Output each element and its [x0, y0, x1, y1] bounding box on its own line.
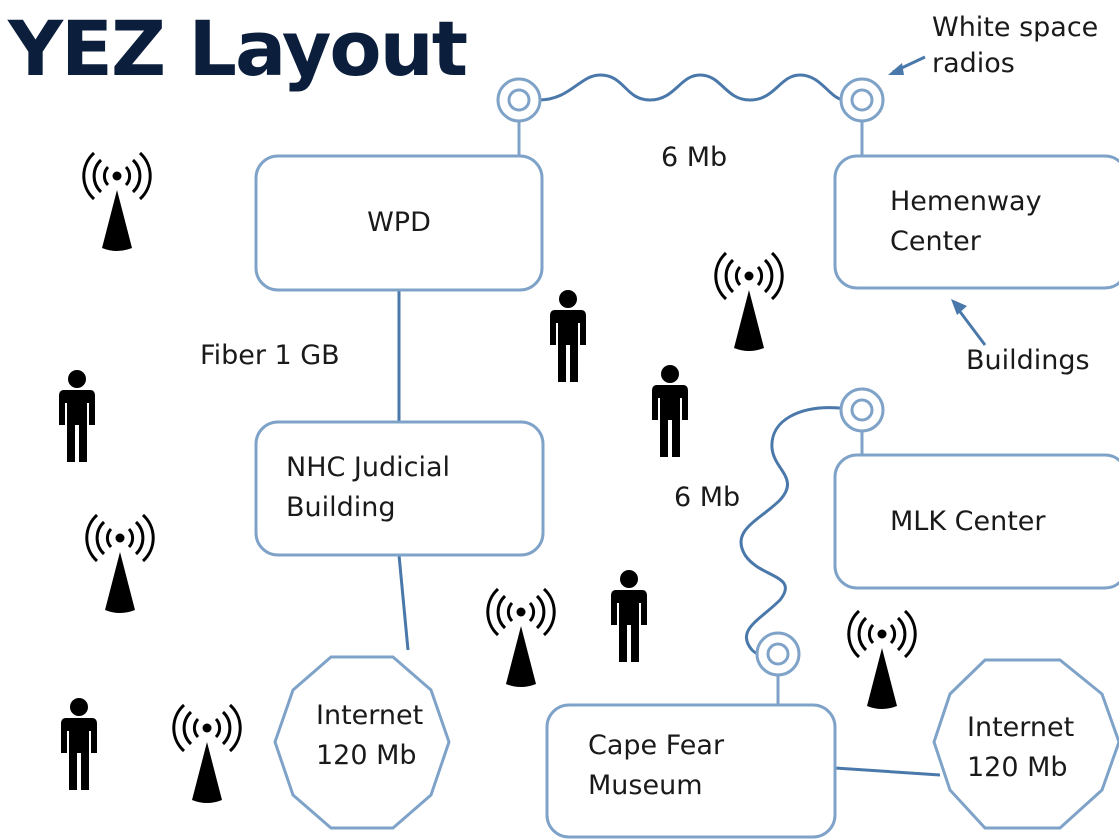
- cape-fear-label-line1: Cape Fear: [588, 730, 725, 761]
- hemenway-label-line1: Hemenway: [890, 186, 1042, 217]
- page-title: YEZ Layout: [8, 4, 468, 93]
- white-space-radio-icon: [755, 631, 801, 677]
- person-icon: [59, 370, 95, 462]
- wpd-label: WPD: [367, 207, 431, 238]
- nhc-label: NHC Judicial Building: [286, 448, 450, 528]
- white-space-radio-icon: [496, 77, 542, 123]
- wifi-tower-icon: [847, 609, 917, 711]
- link-speed-top: 6 Mb: [661, 142, 728, 173]
- white-space-radio-icon: [839, 77, 885, 123]
- nhc-label-line2: Building: [286, 492, 396, 523]
- white-space-radios-label: White space radios: [932, 10, 1098, 82]
- internet-right-label-line1: Internet: [967, 712, 1075, 743]
- person-icon: [611, 570, 647, 662]
- nhc-label-line1: NHC Judicial: [286, 452, 451, 483]
- link-speed-right: 6 Mb: [674, 482, 741, 513]
- nhc-box: [254, 420, 545, 557]
- white-space-radios-label-line1: White space: [932, 12, 1099, 43]
- mlk-label: MLK Center: [890, 506, 1046, 537]
- internet-left-label: Internet 120 Mb: [316, 696, 423, 776]
- wireless-link-top: [538, 73, 846, 102]
- internet-left-label-line2: 120 Mb: [316, 740, 417, 771]
- white-space-radios-label-line2: radios: [932, 48, 1015, 79]
- cape-fear-label-line2: Museum: [588, 770, 703, 801]
- internet-left-label-line1: Internet: [316, 700, 424, 731]
- internet-node-right: [932, 658, 1119, 830]
- person-icon: [61, 698, 97, 790]
- internet-right-label: Internet 120 Mb: [967, 708, 1074, 788]
- pointer-arrow-icon: [888, 55, 926, 75]
- white-space-radio-icon: [839, 387, 885, 433]
- internet-node-left: [273, 655, 451, 830]
- wifi-tower-icon: [172, 703, 242, 805]
- cape-fear-label: Cape Fear Museum: [588, 726, 724, 806]
- cape-internet-link: [834, 766, 941, 777]
- cape-fear-box: [545, 703, 837, 839]
- person-icon: [550, 290, 586, 382]
- hemenway-label-line2: Center: [890, 226, 981, 257]
- internet-right-label-line2: 120 Mb: [967, 752, 1068, 783]
- wifi-tower-icon: [85, 513, 155, 615]
- wifi-tower-icon: [714, 251, 784, 353]
- wpd-box: [254, 154, 544, 292]
- hemenway-label: Hemenway Center: [890, 182, 1042, 262]
- nhc-internet-link: [397, 554, 410, 651]
- fiber-label: Fiber 1 GB: [200, 340, 340, 371]
- hemenway-box: [833, 154, 1119, 290]
- pointer-arrow-icon: [951, 299, 987, 346]
- mlk-box: [833, 453, 1119, 590]
- wifi-tower-icon: [82, 151, 152, 253]
- wireless-link-right: [739, 406, 841, 657]
- wifi-tower-icon: [486, 587, 556, 689]
- buildings-label: Buildings: [966, 345, 1090, 376]
- person-icon: [652, 365, 688, 457]
